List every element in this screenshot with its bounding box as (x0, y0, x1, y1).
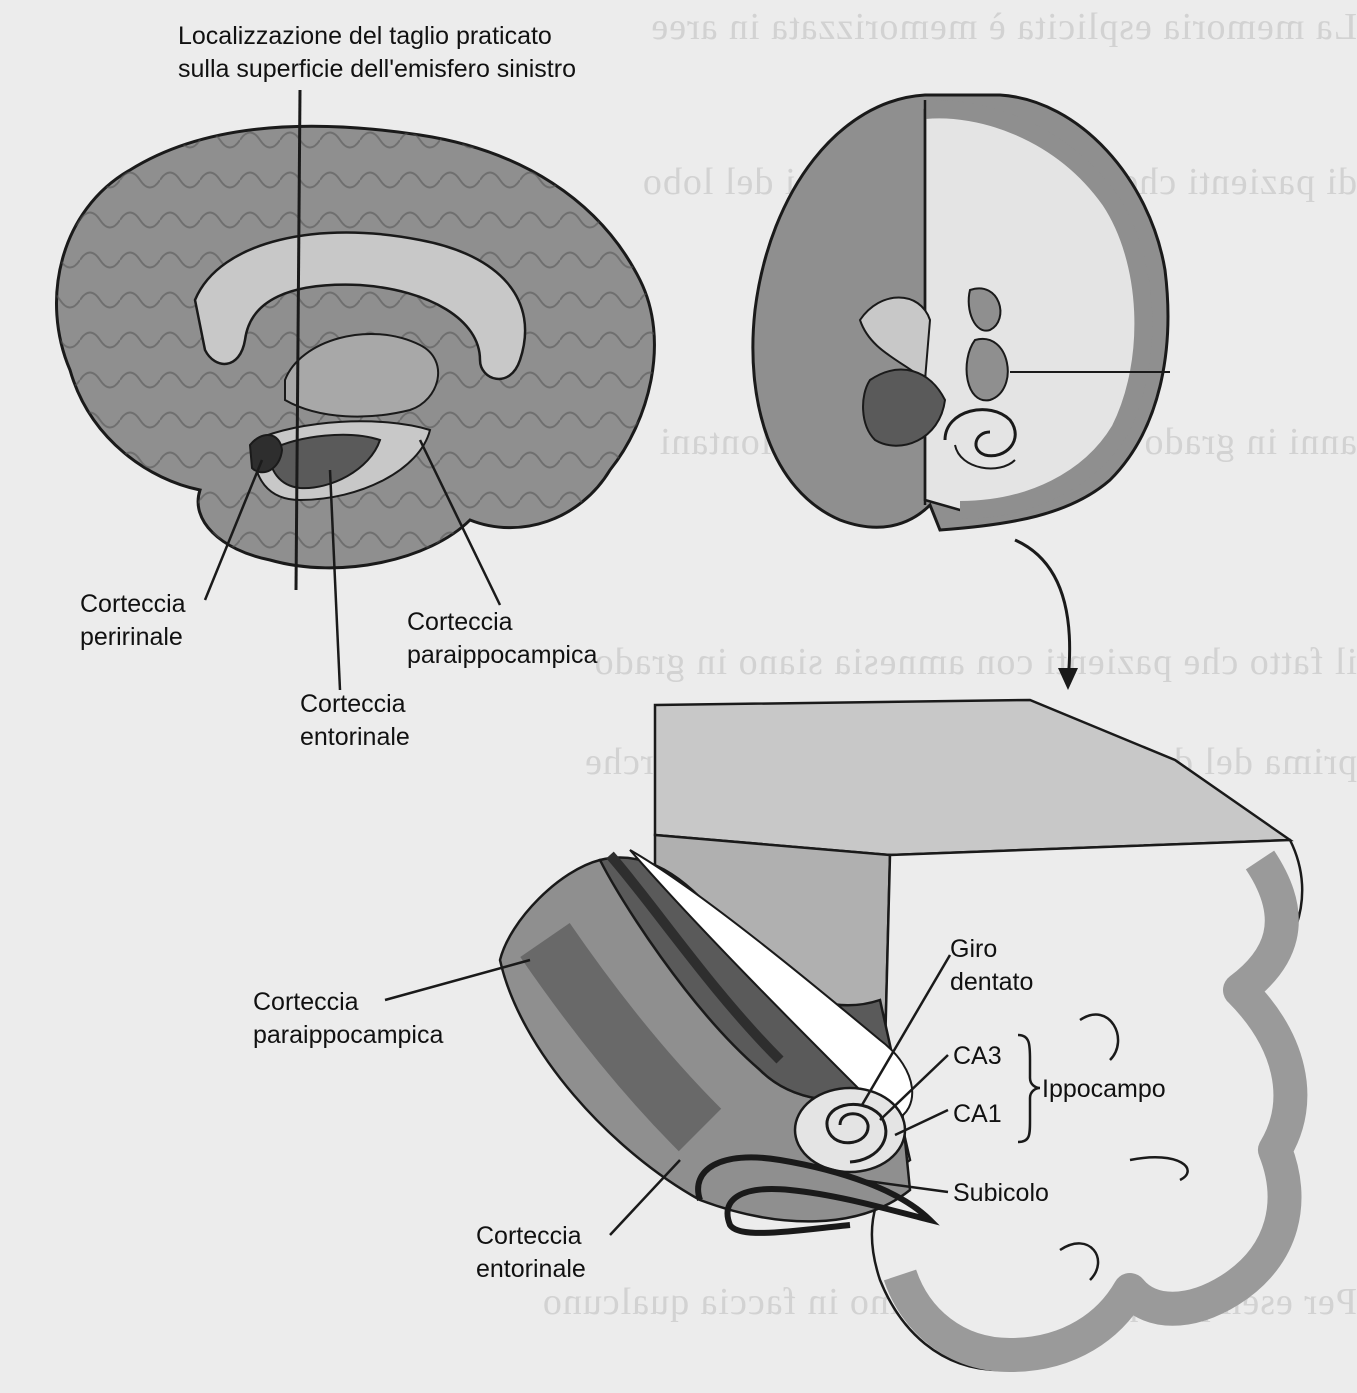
hippocampal-cut-face (795, 1088, 905, 1172)
zoom-arrow (1015, 540, 1070, 680)
label-dentate-gyrus: Giro dentato (950, 933, 1033, 999)
label-entorhinal-cortex-bottom: Corteccia entorinale (476, 1220, 586, 1286)
label-perirhinal-cortex: Corteccia peririnale (80, 588, 186, 654)
label-entorhinal-cortex-top: Corteccia entorinale (300, 688, 410, 754)
label-ca3: CA3 (953, 1040, 1002, 1073)
label-cut-location: Localizzazione del taglio praticato sull… (178, 20, 576, 86)
coronal-section (753, 95, 1170, 690)
label-parahippocampal-cortex-top: Corteccia paraippocampica (407, 606, 597, 672)
label-parahippocampal-cortex-bottom: Corteccia paraippocampica (253, 986, 443, 1052)
label-subiculum: Subicolo (953, 1177, 1049, 1210)
block-top-face (655, 700, 1290, 855)
label-ca1: CA1 (953, 1098, 1002, 1131)
label-hippocampus: Ippocampo (1042, 1073, 1166, 1106)
